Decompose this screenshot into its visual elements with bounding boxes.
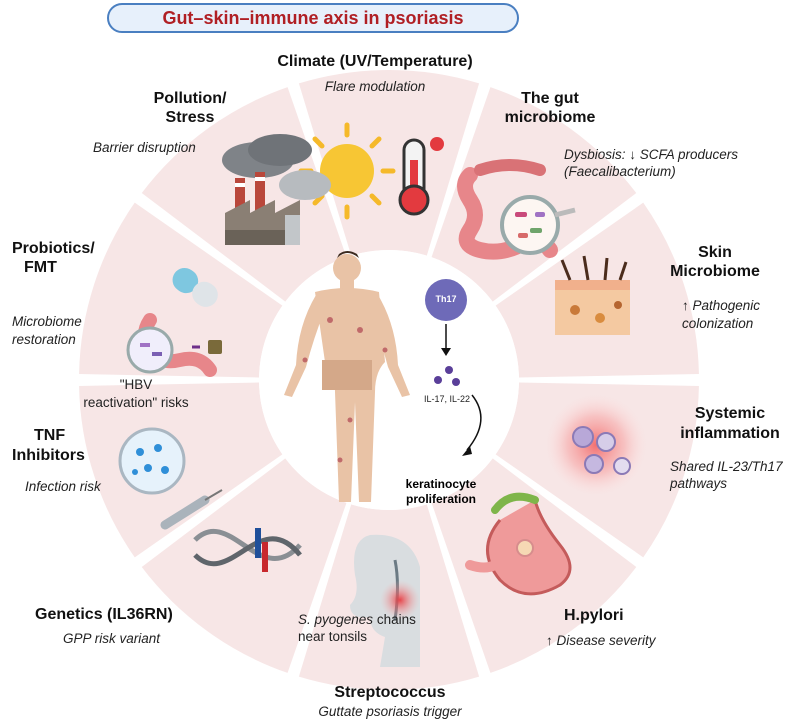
hpylori-title: H.pylori xyxy=(564,606,624,625)
tnf-warning-line2: reactivation" risks xyxy=(76,394,196,411)
genetics-note: GPP risk variant xyxy=(63,630,160,647)
probiotics-title-line1: Probiotics/ xyxy=(12,239,95,258)
probiotics-note-line2: restoration xyxy=(12,331,76,348)
strep-detail-line1: S. pyogenes chains xyxy=(298,611,416,628)
strep-title: Streptococcus xyxy=(300,683,480,702)
tnf-title-line2: Inhibitors xyxy=(12,446,85,465)
genetics-title: Genetics (IL36RN) xyxy=(35,605,173,624)
climate-note: Flare modulation xyxy=(280,78,470,95)
strep-detail-italic: S. pyogenes xyxy=(298,612,373,627)
gut-note-line1: Dysbiosis: ↓ SCFA producers xyxy=(564,146,738,163)
skin-note-line1: ↑ Pathogenic xyxy=(682,297,760,314)
pollution-title-line1: Pollution/ xyxy=(130,89,250,108)
outcome-line1: keratinocyte xyxy=(386,477,496,492)
systemic-note-line2: pathways xyxy=(670,475,727,492)
systemic-title-line1: Systemic xyxy=(670,404,790,423)
cytokine-label: IL-17, IL-22 xyxy=(424,394,470,404)
pollution-note: Barrier disruption xyxy=(93,139,196,156)
inflammation-cells-icon xyxy=(544,393,648,497)
strep-note: Guttate psoriasis trigger xyxy=(290,703,490,720)
hpylori-note: ↑ Disease severity xyxy=(546,632,656,649)
gut-note-line2: (Faecalibacterium) xyxy=(564,163,676,180)
tnf-title-line1: TNF xyxy=(34,426,65,445)
strep-detail-rest: chains xyxy=(373,612,416,627)
outcome-line2: proliferation xyxy=(386,492,496,507)
pollution-title-line2: Stress xyxy=(130,108,250,127)
tnf-warning-line1: "HBV xyxy=(76,376,196,393)
strep-detail-line2: near tonsils xyxy=(298,628,367,645)
systemic-note-line1: Shared IL-23/Th17 xyxy=(670,458,783,475)
skin-title-line1: Skin xyxy=(660,243,770,262)
probiotics-title-line2: FMT xyxy=(24,258,57,277)
gut-title-line1: The gut xyxy=(480,89,620,108)
probiotics-note-line1: Microbiome xyxy=(12,313,82,330)
gut-title-line2: microbiome xyxy=(480,108,620,127)
skin-title-line2: Microbiome xyxy=(660,262,770,281)
skin-note-line2: colonization xyxy=(682,315,753,332)
systemic-title-line2: inflammation xyxy=(670,424,790,443)
climate-title: Climate (UV/Temperature) xyxy=(240,52,510,71)
th17-label: Th17 xyxy=(433,294,459,304)
tnf-note: Infection risk xyxy=(25,478,101,495)
